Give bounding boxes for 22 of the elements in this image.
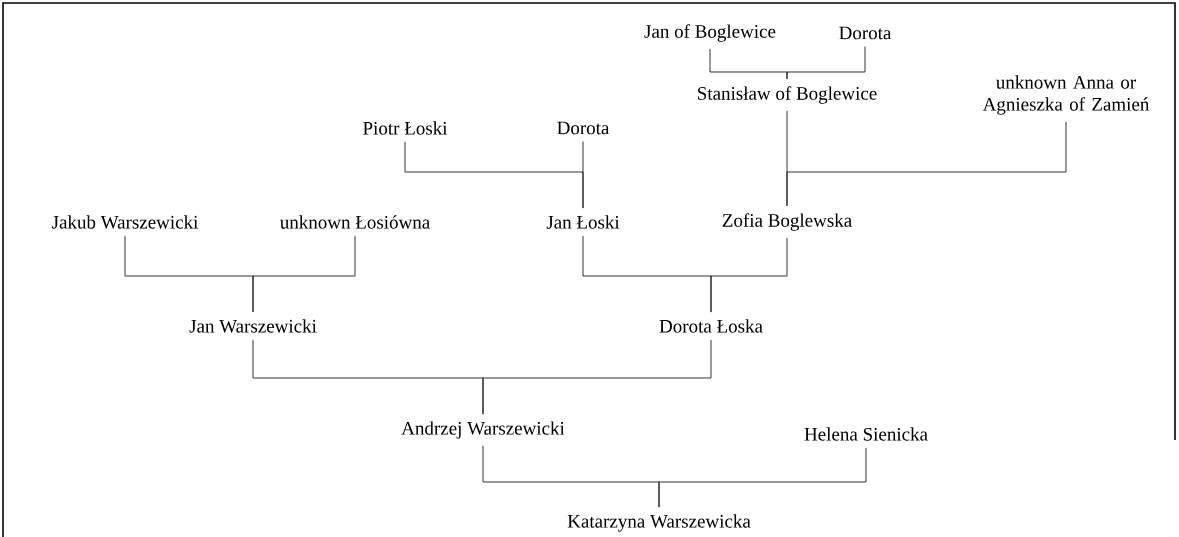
person-name: Katarzyna Warszewicka [567, 514, 751, 532]
person-name: Jakub Warszewicki [52, 215, 198, 229]
person-name: Andrzej Warszewicki [401, 421, 565, 439]
family-line [482, 339, 712, 415]
family-line [710, 237, 788, 313]
person-name: Dorota [839, 26, 892, 40]
person-name: Zofia Boglewska [722, 213, 852, 231]
person-name: Dorota [557, 121, 610, 135]
person-name: Helena Sienicka [804, 427, 928, 441]
person-name: Jan Warszewicki [189, 319, 317, 333]
person-name: unknown Łosiówna [280, 215, 430, 229]
person-name: Dorota Łoska [659, 319, 763, 333]
family-line [786, 46, 866, 80]
person-name: Piotr Łoski [363, 121, 448, 135]
person-name: Stanisław of Boglewice [698, 86, 877, 104]
person-name: Jan of Boglewice [644, 24, 776, 42]
family-line [786, 121, 1067, 207]
person-name: unknown Anna or Agnieszka of Zamień [982, 75, 1150, 115]
family-line [252, 235, 356, 313]
family-line [582, 141, 584, 209]
person-name: Jan Łoski [546, 215, 620, 229]
family-line [658, 447, 867, 508]
